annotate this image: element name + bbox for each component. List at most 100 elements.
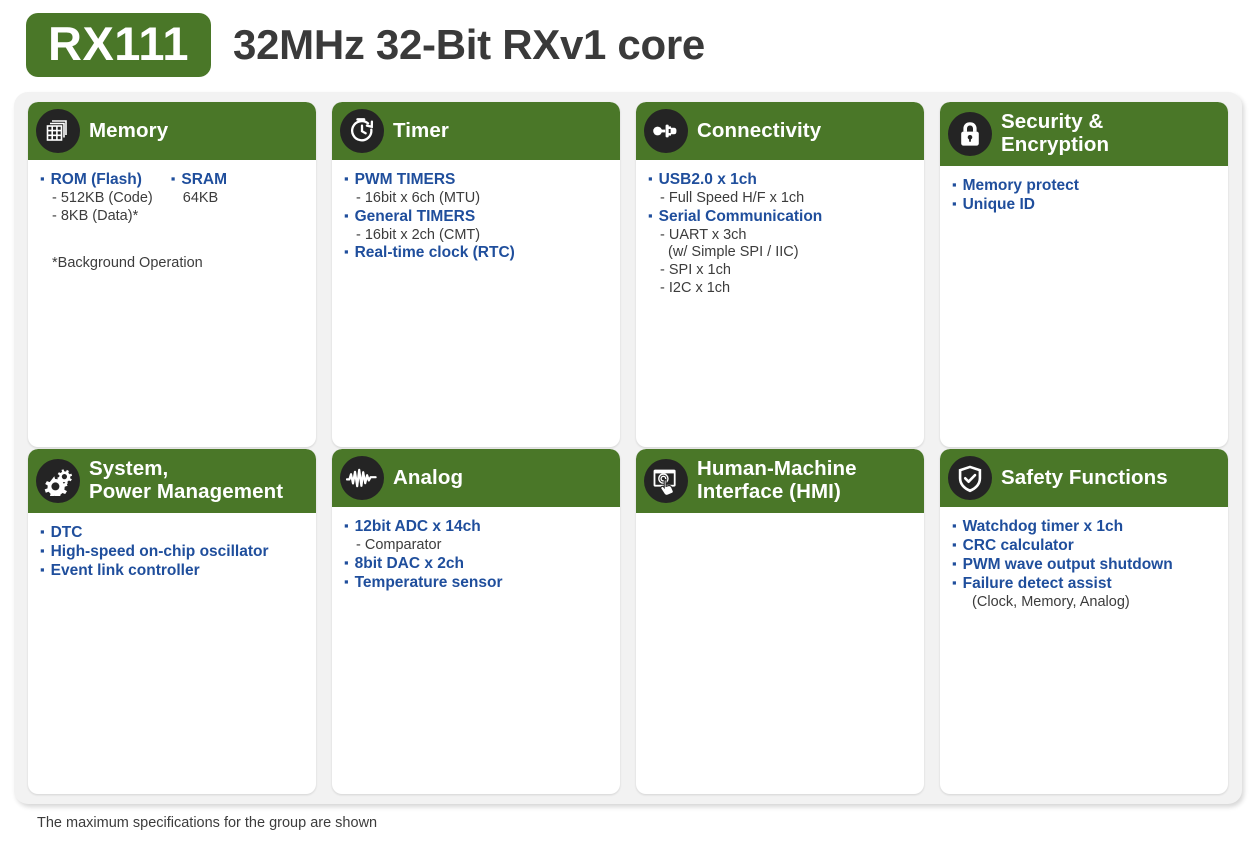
bullet-square-icon: ▪	[952, 518, 957, 533]
card-title-security-encryption: Security & Encryption	[1001, 110, 1110, 156]
feature-card-system-power-management: System, Power Management ▪ DTC ▪High-speed …	[28, 449, 316, 794]
spec-bullet: ▪High-speed on-chip oscillator	[40, 543, 269, 562]
page-header: RX111 32MHz 32-Bit RXv1 core	[0, 0, 1256, 90]
shield-check-icon	[948, 456, 992, 500]
spec-columns: ▪ROM (Flash)- 512KB (Code)- 8KB (Data)*▪…	[40, 171, 306, 225]
spec-subitem: - Comparator	[356, 536, 442, 553]
spec-bullet-label: Unique ID	[962, 195, 1035, 213]
spec-bullet-label: 8bit DAC x 2ch	[354, 554, 464, 572]
bullet-square-icon: ▪	[40, 524, 45, 539]
spec-bullet-label: PWM TIMERS	[354, 171, 456, 188]
card-header-memory: Memory	[28, 102, 316, 160]
card-body-timer: ▪PWM TIMERS- 16bit x 6ch (MTU)▪General T…	[332, 160, 620, 447]
spec-subitem: (w/ Simple SPI / IIC)	[660, 244, 799, 261]
stopwatch-icon	[340, 109, 384, 153]
spec-subitem: - I2C x 1ch	[660, 279, 731, 296]
card-title-memory: Memory	[89, 118, 169, 142]
bullet-square-icon: ▪	[344, 171, 349, 186]
card-body-safety-functions: ▪Watchdog timer x 1ch▪CRC calculator▪PWM…	[940, 507, 1228, 794]
feature-card-connectivity: Connectivity▪USB2.0 x 1ch- Full Speed H/…	[636, 102, 924, 447]
bullet-square-icon: ▪	[952, 177, 957, 192]
card-body-analog: ▪12bit ADC x 14ch- Comparator ▪ 8bit DAC x…	[332, 507, 620, 794]
spec-column: ▪USB2.0 x 1ch- Full Speed H/F x 1ch▪Seri…	[648, 171, 822, 297]
spec-subitem: - 16bit x 6ch (MTU)	[356, 189, 481, 206]
bullet-square-icon: ▪	[170, 171, 176, 186]
card-body-connectivity: ▪USB2.0 x 1ch- Full Speed H/F x 1ch▪Seri…	[636, 160, 924, 447]
card-header-security-encryption: Security & Encryption	[940, 102, 1228, 166]
bullet-square-icon: ▪	[344, 244, 349, 260]
card-title-human-machine-interface: Human-Machine Interface (HMI)	[697, 457, 857, 503]
card-footnote: *Background Operation	[52, 255, 203, 272]
bullet-square-icon: ▪	[648, 171, 653, 186]
feature-card-memory: Memory▪ROM (Flash)- 512KB (Code)- 8KB (D…	[28, 102, 316, 447]
spec-bullet-label: ROM (Flash)	[50, 171, 142, 188]
memory-grid-icon	[36, 109, 80, 153]
spec-column: ▪ Memory protect▪ Unique ID	[952, 177, 1079, 215]
spec-bullet-label: Watchdog timer x 1ch	[962, 518, 1124, 535]
page-title: 32MHz 32-Bit RXv1 core	[233, 21, 705, 68]
spec-columns: ▪Watchdog timer x 1ch▪CRC calculator▪PWM…	[952, 518, 1218, 611]
spec-bullet-label: CRC calculator	[962, 536, 1074, 554]
bullet-square-icon: ▪	[40, 171, 45, 186]
spec-columns: ▪DTC▪High-speed on-chip oscillator▪Event…	[40, 524, 306, 581]
spec-columns: ▪ Memory protect▪ Unique ID	[952, 177, 1218, 215]
waveform-icon	[340, 456, 384, 500]
bullet-square-icon: ▪	[344, 518, 349, 533]
spec-bullet-label: Event link controller	[50, 561, 200, 579]
feature-card-grid: Memory▪ROM (Flash)- 512KB (Code)- 8KB (D…	[28, 102, 1228, 794]
spec-subitem: - UART x 3ch	[660, 226, 747, 243]
card-header-safety-functions: Safety Functions	[940, 449, 1228, 507]
spec-subitem: - Full Speed H/F x 1ch	[660, 189, 805, 206]
feature-card-security-encryption: Security & Encryption ▪ Memory protect▪ Uni…	[940, 102, 1228, 447]
card-header-connectivity: Connectivity	[636, 102, 924, 160]
spec-subitem: (Clock, Memory, Analog)	[964, 593, 1130, 610]
bullet-square-icon: ▪	[40, 561, 45, 577]
spec-bullet-label: Real-time clock (RTC)	[354, 244, 515, 262]
spec-bullet: ▪ Failure detect assist	[952, 575, 1173, 594]
spec-column: ▪12bit ADC x 14ch- Comparator ▪ 8bit DAC x…	[344, 518, 503, 592]
card-header-human-machine-interface: Human-Machine Interface (HMI)	[636, 449, 924, 513]
card-title-timer: Timer	[393, 118, 449, 142]
feature-panel: Memory▪ROM (Flash)- 512KB (Code)- 8KB (D…	[14, 92, 1242, 804]
spec-bullet: ▪CRC calculator	[952, 537, 1173, 556]
spec-subitem: - 16bit x 2ch (CMT)	[356, 226, 481, 243]
bullet-square-icon: ▪	[952, 555, 957, 571]
card-title-system-power-management: System, Power Management	[89, 457, 284, 503]
spec-column: ▪ROM (Flash)- 512KB (Code)- 8KB (Data)*	[40, 171, 153, 225]
bullet-square-icon: ▪	[952, 574, 957, 590]
spec-bullet-label: General TIMERS	[354, 207, 476, 225]
spec-bullet: ▪ PWM wave output shutdown	[952, 556, 1173, 575]
spec-bullet: ▪ Watchdog timer x 1ch	[952, 518, 1173, 537]
spec-bullet-label: DTC	[50, 524, 83, 541]
card-body-memory: ▪ROM (Flash)- 512KB (Code)- 8KB (Data)*▪…	[28, 160, 316, 447]
spec-bullet-label: Memory protect	[962, 177, 1079, 194]
card-body-system-power-management: ▪DTC▪High-speed on-chip oscillator▪Event…	[28, 513, 316, 794]
spec-bullet: ▪Temperature sensor	[344, 574, 503, 593]
spec-bullet: ▪ Memory protect	[952, 177, 1079, 196]
card-title-connectivity: Connectivity	[697, 118, 822, 142]
spec-column: ▪DTC▪High-speed on-chip oscillator▪Event…	[40, 524, 269, 581]
spec-bullet-label: PWM wave output shutdown	[962, 555, 1173, 573]
touchscreen-hand-icon	[644, 459, 688, 503]
spec-bullet: ▪12bit ADC x 14ch	[344, 518, 503, 537]
footer-note: The maximum specifications for the group…	[37, 815, 378, 831]
feature-card-timer: Timer▪PWM TIMERS- 16bit x 6ch (MTU)▪Gene…	[332, 102, 620, 447]
spec-subitem: - 512KB (Code)	[52, 189, 153, 206]
spec-bullet: ▪ ROM (Flash)	[40, 171, 153, 190]
card-body-human-machine-interface	[636, 513, 924, 794]
bullet-square-icon: ▪	[648, 207, 653, 223]
spec-bullet: ▪General TIMERS	[344, 208, 515, 227]
spec-bullet-label: SRAM	[181, 171, 227, 188]
part-number-badge: RX111	[26, 12, 212, 78]
gears-icon	[36, 459, 80, 503]
spec-bullet: ▪ SRAM	[171, 171, 227, 190]
spec-bullet: ▪ Event link controller	[40, 562, 269, 581]
bullet-square-icon: ▪	[344, 573, 349, 589]
card-title-analog: Analog	[393, 465, 464, 489]
spec-columns: ▪PWM TIMERS- 16bit x 6ch (MTU)▪General T…	[344, 171, 610, 263]
spec-value: 64KB	[182, 189, 219, 206]
spec-bullet: ▪Serial Communication	[648, 208, 822, 227]
spec-bullet-label: Failure detect assist	[962, 574, 1112, 592]
plug-connector-icon	[644, 109, 688, 153]
